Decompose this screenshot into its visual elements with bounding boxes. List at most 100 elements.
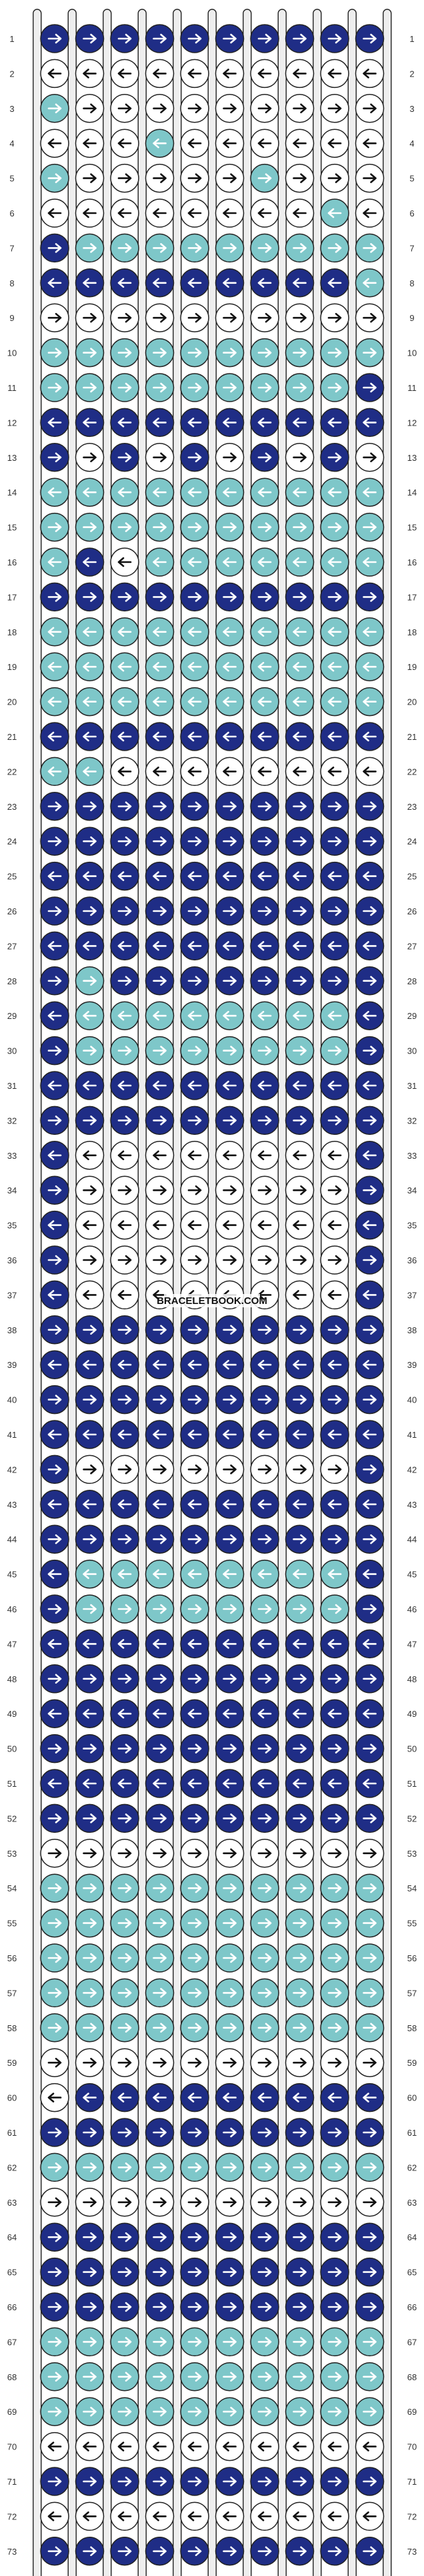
arrow-right-icon bbox=[195, 2406, 202, 2417]
row-number-left: 8 bbox=[9, 278, 14, 288]
knot bbox=[145, 2467, 175, 2496]
arrow-right-icon bbox=[370, 1953, 377, 1963]
knot bbox=[145, 1943, 175, 1973]
knot bbox=[180, 1210, 209, 1240]
knot-row bbox=[40, 2118, 385, 2147]
knot bbox=[320, 1210, 349, 1240]
row-number-left: 20 bbox=[7, 697, 17, 707]
knot bbox=[75, 1594, 105, 1624]
arrow-right-icon bbox=[55, 1813, 62, 1823]
arrow-left-icon bbox=[257, 661, 265, 672]
arrow-left-icon bbox=[153, 1639, 159, 1649]
knot bbox=[110, 861, 139, 891]
arrow-left-icon bbox=[83, 1290, 89, 1300]
arrow-left-icon bbox=[363, 1150, 369, 1161]
arrow-right-icon bbox=[90, 2302, 97, 2312]
knot bbox=[355, 1803, 385, 1833]
knot bbox=[320, 2222, 349, 2252]
knot bbox=[180, 1106, 209, 1135]
arrow-right-icon bbox=[370, 1744, 377, 1754]
knot bbox=[75, 24, 105, 53]
arrow-left-icon bbox=[327, 2511, 335, 2521]
knot bbox=[110, 2467, 139, 2496]
arrow-right-icon bbox=[160, 173, 167, 183]
knot bbox=[215, 512, 245, 542]
knot bbox=[320, 2501, 349, 2531]
knot bbox=[355, 2431, 385, 2461]
knot bbox=[320, 1036, 349, 1066]
knot bbox=[110, 2222, 139, 2252]
arrow-right-icon bbox=[300, 1918, 307, 1928]
knot bbox=[250, 1141, 279, 1170]
row-number-right: 69 bbox=[407, 2407, 417, 2417]
knot bbox=[355, 129, 385, 158]
arrow-left-icon bbox=[223, 627, 229, 637]
knot bbox=[250, 1106, 279, 1135]
arrow-left-icon bbox=[293, 1359, 299, 1370]
arrow-right-icon bbox=[370, 592, 377, 602]
knot bbox=[40, 1978, 69, 2008]
knot bbox=[145, 443, 175, 472]
arrow-left-icon bbox=[187, 1150, 195, 1161]
arrow-left-icon bbox=[293, 1429, 299, 1440]
knot bbox=[285, 2467, 315, 2496]
knot bbox=[355, 617, 385, 647]
arrow-left-icon bbox=[83, 661, 89, 672]
arrow-right-icon bbox=[160, 592, 167, 602]
knot bbox=[320, 2327, 349, 2357]
arrow-left-icon bbox=[153, 731, 159, 742]
knot bbox=[320, 129, 349, 158]
row-number-left: 14 bbox=[7, 487, 17, 497]
knot bbox=[145, 582, 175, 612]
knot bbox=[145, 2501, 175, 2531]
arrow-left-icon bbox=[293, 1569, 299, 1579]
arrow-right-icon bbox=[265, 1534, 272, 1544]
knot bbox=[320, 966, 349, 996]
row-number-left: 60 bbox=[7, 2093, 17, 2103]
arrow-left-icon bbox=[47, 418, 55, 428]
knot-row bbox=[40, 1594, 385, 1624]
arrow-right-icon bbox=[195, 2337, 202, 2347]
arrow-left-icon bbox=[153, 697, 159, 707]
arrow-left-icon bbox=[153, 1150, 159, 1161]
knot bbox=[250, 1769, 279, 1798]
arrow-left-icon bbox=[83, 871, 89, 881]
knot bbox=[75, 2501, 105, 2531]
knot bbox=[355, 1908, 385, 1938]
knot bbox=[355, 757, 385, 787]
knot-row bbox=[40, 59, 385, 89]
knot bbox=[355, 1001, 385, 1030]
knot bbox=[320, 478, 349, 507]
knot bbox=[40, 129, 69, 158]
row-number-right: 16 bbox=[407, 557, 417, 567]
arrow-right-icon bbox=[55, 2232, 62, 2242]
knot bbox=[285, 2327, 315, 2357]
arrow-right-icon bbox=[300, 801, 307, 812]
arrow-right-icon bbox=[335, 522, 342, 532]
arrow-right-icon bbox=[195, 906, 202, 916]
arrow-left-icon bbox=[223, 767, 229, 777]
arrow-left-icon bbox=[363, 557, 369, 567]
arrow-left-icon bbox=[47, 697, 55, 707]
knot bbox=[75, 1106, 105, 1135]
knot bbox=[355, 2362, 385, 2392]
knot bbox=[110, 1001, 139, 1030]
arrow-left-icon bbox=[257, 1499, 265, 1510]
knot bbox=[145, 1699, 175, 1728]
arrow-right-icon bbox=[55, 836, 62, 846]
arrow-left-icon bbox=[187, 69, 195, 79]
knot bbox=[215, 1803, 245, 1833]
row-number-left: 52 bbox=[7, 1813, 17, 1823]
arrow-right-icon bbox=[230, 1534, 237, 1544]
knot bbox=[355, 2467, 385, 2496]
arrow-left-icon bbox=[293, 1080, 299, 1091]
row-number-left: 70 bbox=[7, 2442, 17, 2452]
row-number-left: 34 bbox=[7, 1185, 17, 1195]
knot bbox=[180, 268, 209, 298]
arrow-right-icon bbox=[160, 2023, 167, 2033]
arrow-right-icon bbox=[300, 592, 307, 602]
arrow-right-icon bbox=[230, 1813, 237, 1823]
knot-row bbox=[40, 1454, 385, 1484]
arrow-right-icon bbox=[55, 2302, 62, 2312]
knot bbox=[180, 59, 209, 89]
